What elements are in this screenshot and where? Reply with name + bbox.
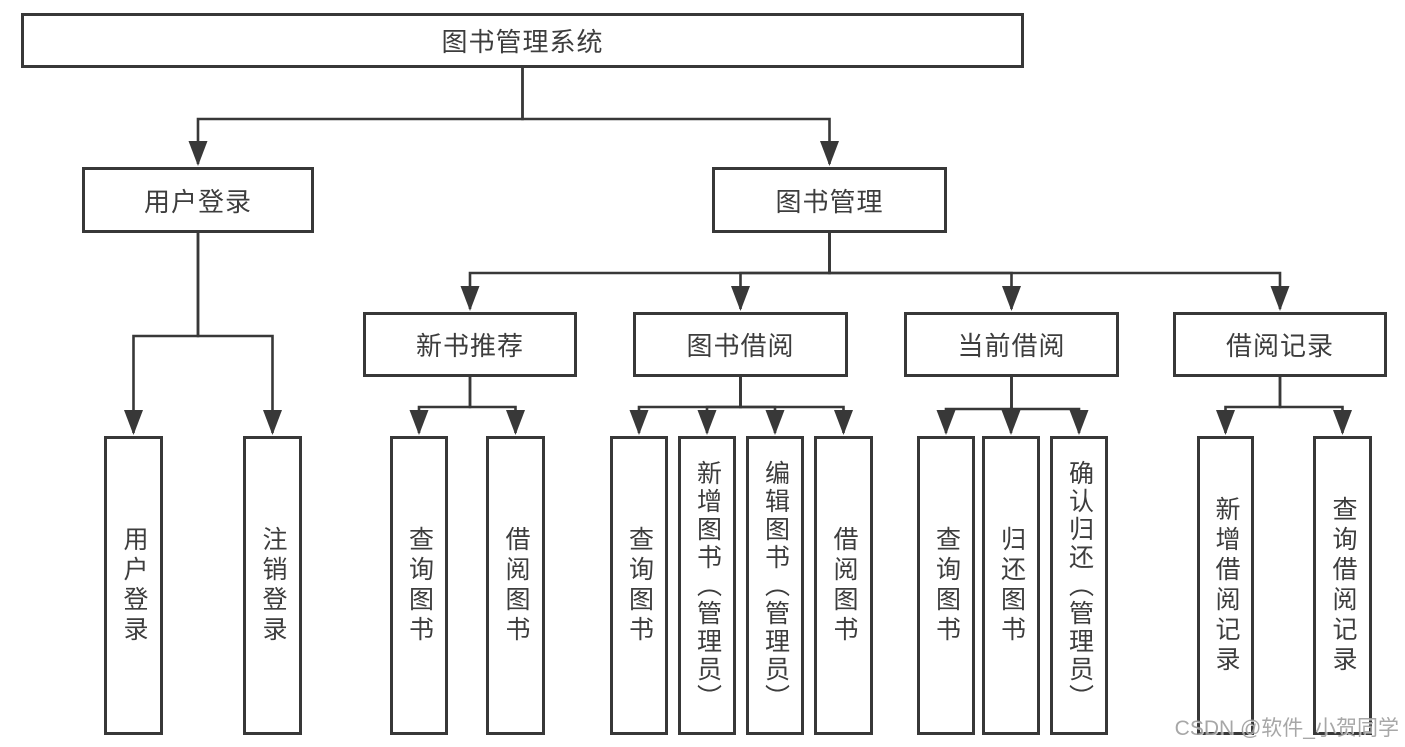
arrowhead-book-borrow [731, 286, 750, 311]
arrowhead-br-add [1216, 410, 1235, 435]
edge-borrow-record-br-add [1224, 377, 1282, 433]
node-login: 用户登录 [104, 436, 163, 735]
edge-borrow-record-br-query [1278, 377, 1344, 433]
arrowhead-book-mgmt [820, 141, 839, 166]
edge-book-borrow-bb-edit [739, 377, 777, 433]
edge-book-borrow-bb-borrow [739, 377, 845, 433]
arrowhead-bb-edit [765, 410, 785, 435]
node-label-br-query: 查询借阅记录 [1329, 495, 1357, 676]
node-cb-query: 查询图书 [917, 436, 975, 735]
node-label-bb-add: 新增图书（管理员） [693, 459, 722, 712]
node-label-rec-query: 查询图书 [405, 525, 434, 646]
edge-current-borrow-cb-query [944, 377, 1013, 433]
node-label-rec-borrow: 借阅图书 [502, 525, 530, 646]
node-bb-add: 新增图书（管理员） [678, 436, 736, 735]
node-rec-borrow: 借阅图书 [486, 436, 545, 735]
arrowhead-rec-borrow [506, 410, 525, 435]
arrowhead-cb-confirm [1069, 410, 1089, 435]
node-cb-return: 归还图书 [982, 436, 1040, 735]
edge-current-borrow-cb-confirm [1010, 377, 1081, 433]
edge-root-user-login [196, 68, 524, 164]
node-bb-edit: 编辑图书（管理员） [746, 436, 804, 735]
arrowhead-borrow-record [1270, 286, 1290, 311]
arrowhead-cb-return [1001, 410, 1021, 435]
node-book-borrow: 图书借阅 [633, 312, 848, 377]
node-rec-query: 查询图书 [390, 436, 448, 735]
node-label-root: 图书管理系统 [441, 27, 604, 57]
node-logout: 注销登录 [243, 436, 302, 735]
arrowhead-rec-query [409, 410, 429, 435]
edge-new-book-rec-rec-borrow [468, 377, 517, 433]
node-cb-confirm: 确认归还（管理员） [1050, 436, 1108, 735]
edge-root-book-mgmt [521, 68, 831, 164]
edge-book-mgmt-new-book-rec [468, 233, 831, 309]
edge-book-mgmt-current-borrow [828, 233, 1013, 309]
arrowhead-current-borrow [1002, 286, 1021, 311]
node-br-query: 查询借阅记录 [1313, 436, 1372, 735]
node-label-borrow-record: 借阅记录 [1225, 331, 1334, 361]
node-br-add: 新增借阅记录 [1197, 436, 1254, 735]
node-label-logout: 注销登录 [259, 525, 287, 646]
node-bb-query: 查询图书 [610, 436, 668, 735]
node-label-br-add: 新增借阅记录 [1212, 495, 1240, 676]
edge-book-mgmt-borrow-record [828, 233, 1282, 309]
node-label-bb-query: 查询图书 [625, 525, 654, 646]
edge-book-mgmt-book-borrow [739, 233, 831, 309]
node-label-book-borrow: 图书借阅 [686, 331, 795, 361]
arrowhead-login [124, 410, 143, 435]
edge-book-borrow-bb-query [637, 377, 742, 433]
node-label-cb-return: 归还图书 [997, 525, 1026, 646]
arrowhead-new-book-rec [460, 286, 480, 311]
node-borrow-record: 借阅记录 [1173, 312, 1387, 377]
edge-user-login-logout [196, 233, 274, 433]
arrowhead-bb-borrow [834, 410, 853, 435]
node-label-bb-borrow: 借阅图书 [830, 525, 858, 646]
arrowhead-user-login [188, 141, 208, 166]
node-root: 图书管理系统 [21, 13, 1024, 68]
arrowhead-cb-query [936, 410, 956, 435]
node-label-current-borrow: 当前借阅 [957, 331, 1066, 361]
watermark-text: CSDN @软件_小贺同学 [1174, 717, 1399, 740]
node-label-cb-query: 查询图书 [932, 525, 961, 646]
arrowhead-logout [263, 410, 282, 435]
node-label-cb-confirm: 确认归还（管理员） [1065, 459, 1094, 712]
node-label-bb-edit: 编辑图书（管理员） [761, 459, 790, 712]
edge-new-book-rec-rec-query [417, 377, 472, 433]
node-label-new-book-rec: 新书推荐 [415, 331, 524, 361]
node-user-login: 用户登录 [82, 167, 314, 233]
node-new-book-rec: 新书推荐 [363, 312, 577, 377]
node-label-book-mgmt: 图书管理 [775, 186, 884, 217]
edge-user-login-login [132, 233, 200, 433]
node-current-borrow: 当前借阅 [904, 312, 1119, 377]
node-book-mgmt: 图书管理 [712, 167, 947, 233]
arrowhead-bb-query [629, 410, 649, 435]
arrowhead-bb-add [697, 410, 717, 435]
arrowhead-br-query [1333, 410, 1352, 435]
node-label-user-login: 用户登录 [143, 186, 252, 217]
edge-book-borrow-bb-add [705, 377, 742, 433]
node-label-login: 用户登录 [120, 525, 148, 646]
node-bb-borrow: 借阅图书 [814, 436, 873, 735]
